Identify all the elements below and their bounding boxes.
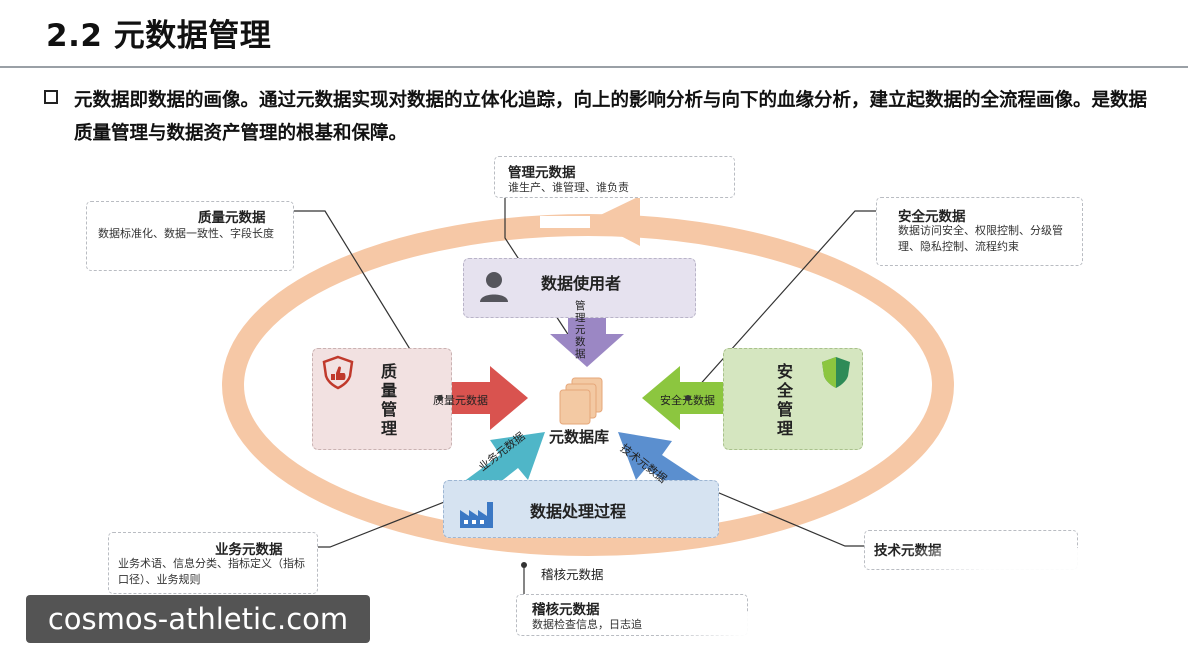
quality-box-label: 质量管理 [380, 362, 397, 438]
card-quality-desc: 数据标准化、数据一致性、字段长度 [98, 227, 274, 240]
watermark: cosmos-athletic.com [26, 595, 370, 643]
arrow-label-management: 管理元数据 [575, 300, 586, 360]
security-box-label: 安全管理 [776, 362, 793, 438]
faded-overlay-bottom [660, 612, 1188, 668]
card-management [494, 156, 735, 198]
intro-paragraph: 元数据即数据的画像。通过元数据实现对数据的立体化追踪，向上的影响分析与向下的血缘… [74, 90, 1148, 144]
quality-box [312, 348, 452, 450]
card-security [876, 197, 1083, 266]
card-security-desc: 数据访问安全、权限控制、分级管理、隐私控制、流程约束 [898, 224, 1063, 253]
card-business-desc: 业务术语、信息分类、指标定义（指标口径）、业务规则 [118, 557, 305, 586]
factory-icon [460, 502, 493, 528]
bullet-square-icon [44, 90, 58, 104]
title-divider [0, 66, 1188, 68]
user-icon [480, 272, 508, 302]
shield-like-icon [322, 355, 354, 390]
ring-arrowhead-icon [590, 196, 640, 246]
card-business-title: 业务元数据 [215, 542, 283, 558]
dot-audit-ring [521, 562, 527, 568]
dot-quality-arrow [437, 395, 443, 401]
arrow-label-quality: 质量元数据 [433, 394, 488, 407]
card-quality-title: 质量元数据 [198, 210, 266, 226]
card-audit-title: 稽核元数据 [532, 602, 600, 618]
card-audit-desc: 数据检查信息，日志追 [532, 618, 642, 631]
ring-label-audit: 稽核元数据 [541, 567, 604, 582]
card-management-desc: 谁生产、谁管理、谁负责 [508, 181, 629, 194]
ring-gap [540, 216, 590, 228]
database-icon [559, 377, 603, 425]
process-box-label: 数据处理过程 [530, 502, 627, 521]
arrow-quality [428, 366, 528, 430]
page-title: 2.2 元数据管理 [46, 18, 272, 54]
card-quality [86, 201, 294, 271]
user-box-label: 数据使用者 [541, 274, 622, 293]
faded-overlay [905, 548, 1105, 574]
card-business [108, 532, 318, 594]
dot-security-arrow [685, 395, 691, 401]
center-label: 元数据库 [549, 428, 610, 446]
shield-icon [822, 357, 850, 388]
card-management-title: 管理元数据 [508, 165, 576, 181]
card-security-title: 安全元数据 [898, 209, 966, 225]
connector-security [687, 210, 884, 399]
user-box [463, 258, 696, 318]
